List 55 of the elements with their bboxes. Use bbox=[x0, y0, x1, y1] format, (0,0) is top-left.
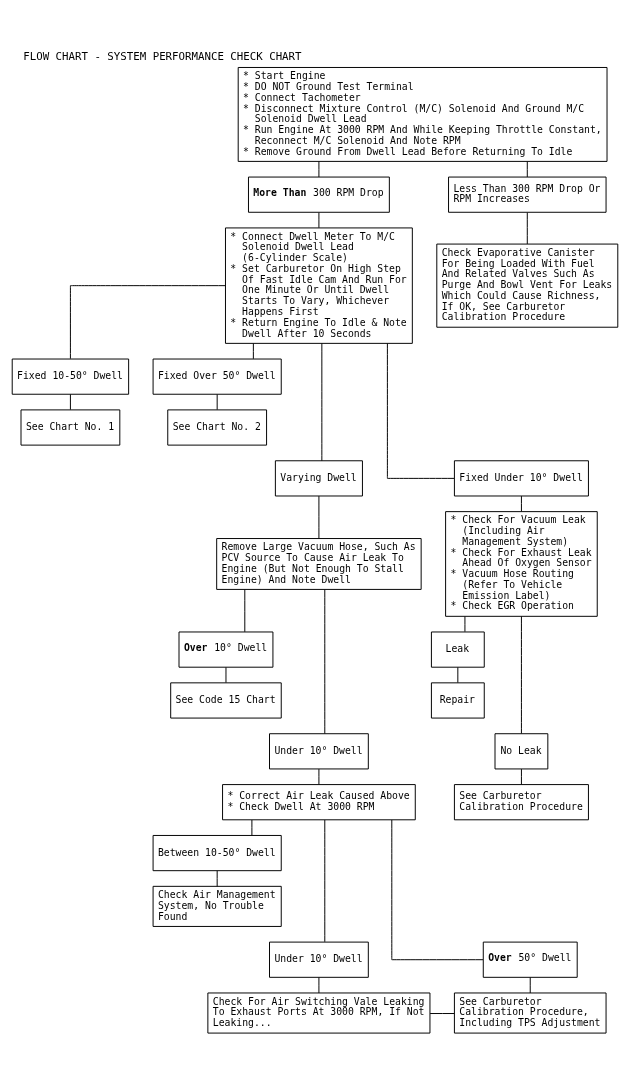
node-box: Check Air Management System, No Trouble Found bbox=[152, 885, 282, 927]
node-box: * Check For Vacuum Leak (Including Air Management System) * Check For Exhaust Leak Ahead Of Oxygen Sensor * Vacuum Hose Routing (Refer To Vehicle Emission Label) * Check EGR Operation bbox=[445, 511, 598, 617]
connector bbox=[386, 343, 455, 479]
connector bbox=[464, 616, 466, 633]
node-box: Over 50° Dwell bbox=[482, 941, 578, 978]
connector bbox=[252, 343, 254, 360]
connector bbox=[318, 977, 320, 994]
connector bbox=[318, 768, 320, 785]
connector bbox=[520, 495, 522, 512]
node-box: Less Than 300 RPM Drop Or RPM Increases bbox=[448, 176, 607, 213]
connector bbox=[526, 161, 528, 178]
connector bbox=[318, 212, 320, 229]
connector bbox=[251, 819, 253, 836]
node-box: Repair bbox=[430, 682, 485, 719]
connector bbox=[225, 666, 227, 684]
connector bbox=[429, 1013, 455, 1014]
connector bbox=[69, 393, 71, 411]
connector bbox=[321, 343, 323, 462]
connector bbox=[520, 615, 522, 734]
connector bbox=[318, 495, 320, 539]
node-box: Over 10° Dwell bbox=[178, 631, 274, 668]
node-box: Under 10° Dwell bbox=[269, 941, 369, 978]
node-box: * Correct Air Leak Caused Above * Check Dwell At 3000 RPM bbox=[222, 784, 416, 821]
node-box: See Carburetor Calibration Procedure bbox=[453, 784, 589, 821]
node-box: Fixed Over 50° Dwell bbox=[152, 358, 282, 395]
node-box: Fixed 10-50° Dwell bbox=[11, 358, 130, 395]
connector bbox=[391, 819, 484, 961]
diagram-title: FLOW CHART - SYSTEM PERFORMANCE CHECK CHART bbox=[23, 50, 302, 64]
node-box: Varying Dwell bbox=[274, 460, 363, 497]
node-box: See Chart No. 1 bbox=[20, 409, 121, 446]
connector bbox=[529, 977, 531, 994]
connector bbox=[216, 393, 218, 411]
connector bbox=[216, 870, 218, 887]
node-box: Check Evaporative Canister For Being Loaded With Fuel And Related Valves Such As Purge And Bowl Vent For Leaks Which Could Cause Richness, If OK, See Carburetor Calibration Procedure bbox=[436, 243, 619, 328]
node-box: Check For Air Switching Vale Leaking To Exhaust Ports At 3000 RPM, If Not Leaking... bbox=[207, 992, 431, 1034]
node-box: More Than 300 RPM Drop bbox=[248, 176, 390, 213]
connector bbox=[520, 768, 522, 785]
connector bbox=[457, 666, 459, 684]
connector bbox=[244, 589, 246, 633]
connector bbox=[318, 161, 320, 178]
connector bbox=[324, 819, 326, 943]
node-box: Leak bbox=[430, 631, 485, 668]
node-box: Under 10° Dwell bbox=[269, 733, 369, 770]
node-box: See Chart No. 2 bbox=[167, 409, 268, 446]
node-box: Remove Large Vacuum Hose, Such As PCV Source To Cause Air Leak To Engine (But Not Enough To Stall Engine) And Note Dwell bbox=[216, 538, 422, 590]
connector bbox=[324, 589, 326, 735]
node-box: See Carburetor Calibration Procedure, Including TPS Adjustment bbox=[453, 992, 607, 1034]
node-box: * Connect Dwell Meter To M/C Solenoid Dwell Lead (6-Cylinder Scale) * Set Carburetor On High Step Of Fast Idle Cam And Run For One Minute Or Until Dwell Starts To Vary, Whichever Happens First * Return Engine To Idle & Note Dwell After 10 Seconds bbox=[225, 227, 413, 344]
node-box: Fixed Under 10° Dwell bbox=[453, 460, 589, 497]
node-box: No Leak bbox=[494, 733, 549, 770]
connector bbox=[69, 285, 226, 360]
node-box: See Code 15 Chart bbox=[170, 682, 282, 719]
node-box: * Start Engine * DO NOT Ground Test Terminal * Connect Tachometer * Disconnect Mixture Control (M/C) Solenoid And Ground M/C Solenoid Dwell Lead * Run Engine At 3000 RPM And While Keeping Throttle Constant, Reconnect M/C Solenoid And Note RPM * Remove Ground From Dwell Lead Before Returning To Idle bbox=[237, 67, 608, 162]
node-box: Between 10-50° Dwell bbox=[152, 835, 282, 872]
connector bbox=[526, 212, 528, 245]
